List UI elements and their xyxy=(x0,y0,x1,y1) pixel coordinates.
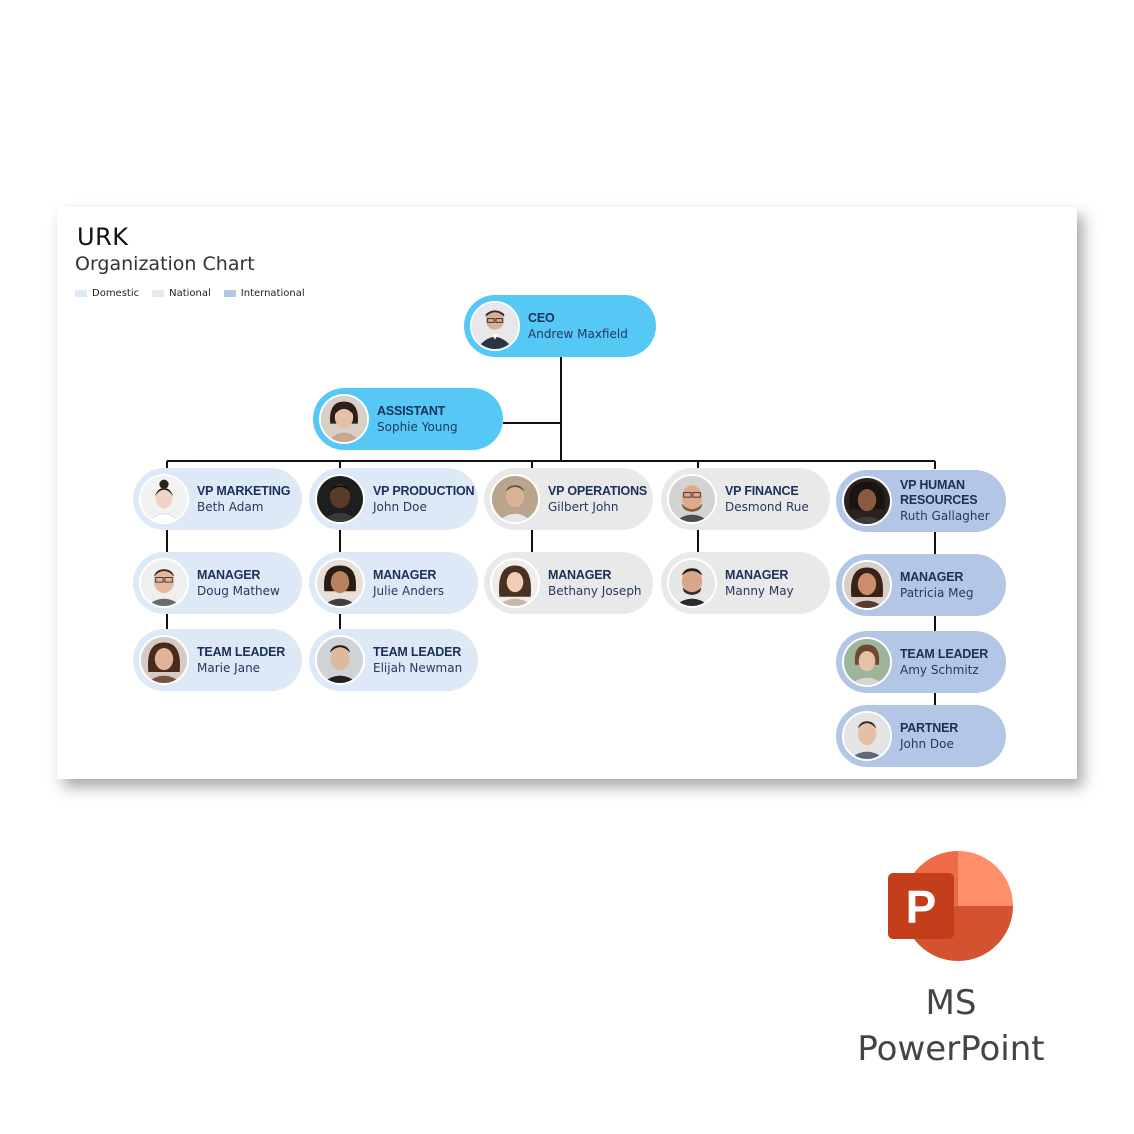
legend-swatch xyxy=(152,290,165,297)
avatar xyxy=(490,474,540,524)
person-photo-icon xyxy=(141,637,187,683)
node-name: Julie Anders xyxy=(373,583,445,598)
legend-item-national: National xyxy=(152,288,211,299)
legend-swatch xyxy=(223,290,236,297)
person-photo-icon xyxy=(317,637,363,683)
node-role: ASSISTANT xyxy=(377,403,446,418)
node-name: Andrew Maxfield xyxy=(528,326,628,341)
app-label-line1: MS xyxy=(925,983,977,1023)
legend-item-international: International xyxy=(223,288,305,299)
node-role: MANAGER xyxy=(373,567,437,582)
node-role: VP FINANCE xyxy=(725,483,799,498)
legend: Domestic National International xyxy=(75,288,318,299)
avatar xyxy=(315,635,365,685)
person-photo-icon xyxy=(844,713,890,759)
powerpoint-letter: P xyxy=(906,881,937,933)
avatar xyxy=(319,394,369,444)
avatar xyxy=(315,474,365,524)
node-role: MANAGER xyxy=(548,567,612,582)
node-role: TEAM LEADER xyxy=(373,644,462,659)
avatar xyxy=(667,474,717,524)
person-photo-icon xyxy=(844,562,890,608)
person-photo-icon xyxy=(321,396,367,442)
node-name: John Doe xyxy=(900,736,954,751)
person-photo-icon xyxy=(669,560,715,606)
person-photo-icon xyxy=(844,478,890,524)
person-photo-icon xyxy=(844,639,890,685)
node-name: Desmond Rue xyxy=(725,499,809,514)
avatar xyxy=(842,560,892,610)
person-photo-icon xyxy=(317,560,363,606)
node-name: Beth Adam xyxy=(197,499,264,514)
avatar xyxy=(667,558,717,608)
avatar xyxy=(842,476,892,526)
node-role: PARTNER xyxy=(900,720,959,735)
node-name: Manny May xyxy=(725,583,794,598)
person-photo-icon xyxy=(669,476,715,522)
node-name: Bethany Joseph xyxy=(548,583,642,598)
node-name: Marie Jane xyxy=(197,660,261,675)
avatar xyxy=(470,301,520,351)
node-name: Elijah Newman xyxy=(373,660,463,675)
node-name: Ruth Gallagher xyxy=(900,509,990,523)
app-label-line2: PowerPoint xyxy=(857,1029,1045,1069)
person-photo-icon xyxy=(492,560,538,606)
chart-subtitle: Organization Chart xyxy=(75,253,255,275)
node-role: TEAM LEADER xyxy=(900,646,989,661)
connector-lines xyxy=(166,357,936,705)
legend-label: Domestic xyxy=(92,288,140,299)
node-role: MANAGER xyxy=(197,567,261,582)
avatar xyxy=(490,558,540,608)
person-photo-icon xyxy=(317,476,363,522)
powerpoint-logo-icon: P xyxy=(885,851,1015,961)
avatar xyxy=(139,474,189,524)
person-photo-icon xyxy=(492,476,538,522)
legend-label: International xyxy=(240,288,305,299)
node-role: VP PRODUCTION xyxy=(373,483,475,498)
node-role: VP MARKETING xyxy=(197,483,291,498)
chart-title: URK xyxy=(77,223,129,251)
node-name: Doug Mathew xyxy=(197,583,280,598)
avatar xyxy=(139,558,189,608)
legend-swatch xyxy=(75,290,87,297)
avatar xyxy=(139,635,189,685)
node-role: CEO xyxy=(528,310,555,325)
node-name: Patricia Meg xyxy=(900,585,974,600)
legend-label: National xyxy=(169,288,211,299)
app-label: MS PowerPoint xyxy=(840,980,1062,1072)
node-role: TEAM LEADER xyxy=(197,644,286,659)
slide: URK Organization Chart Domestic National… xyxy=(57,207,1077,779)
node-role: VP OPERATIONS xyxy=(548,483,648,498)
person-photo-icon xyxy=(141,560,187,606)
person-photo-icon xyxy=(141,476,187,522)
node-name: John Doe xyxy=(373,499,427,514)
avatar xyxy=(315,558,365,608)
node-role: VP HUMAN RESOURCES xyxy=(900,478,978,507)
node-role: MANAGER xyxy=(900,569,964,584)
avatar xyxy=(842,637,892,687)
legend-item-domestic: Domestic xyxy=(75,288,139,299)
node-name: Gilbert John xyxy=(548,499,619,514)
node-vp-hr[interactable]: VP HUMAN RESOURCES Ruth Gallagher xyxy=(836,470,1006,532)
node-name: Sophie Young xyxy=(377,419,458,434)
node-name: Amy Schmitz xyxy=(900,662,979,677)
person-photo-icon xyxy=(472,303,518,349)
node-role: MANAGER xyxy=(725,567,789,582)
avatar xyxy=(842,711,892,761)
